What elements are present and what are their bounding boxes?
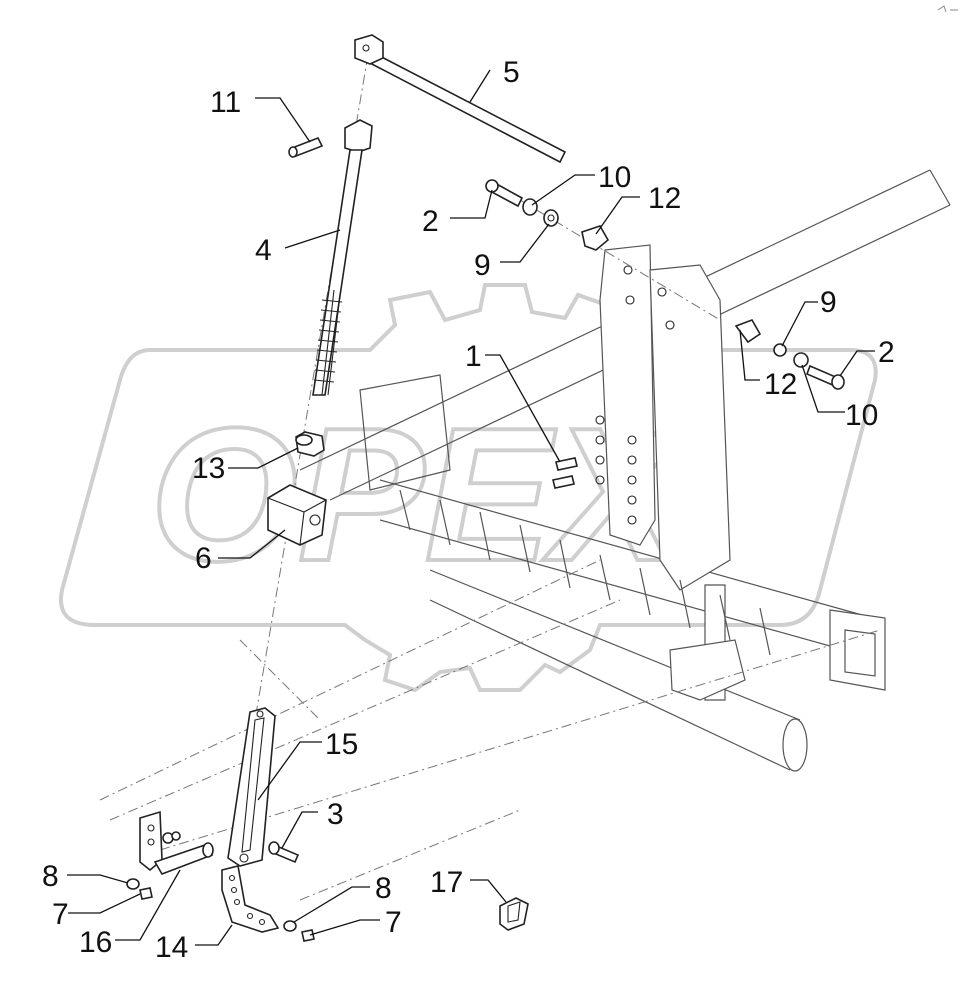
part-12-bushing-left (581, 225, 610, 251)
callout-labels: 5 11 4 2 10 12 9 9 2 12 10 1 13 6 15 3 8… (42, 56, 895, 964)
callout-13: 13 (192, 452, 225, 485)
frame-assembly (299, 169, 951, 772)
callout-2-right: 2 (878, 336, 895, 369)
part-4-threaded-rod (312, 119, 373, 396)
callout-17: 17 (430, 866, 463, 899)
part-7-nut-right (301, 929, 315, 942)
part-17-clip (499, 897, 529, 931)
part-5-rod (354, 34, 567, 164)
part-11-pin (288, 136, 324, 158)
callout-4: 4 (255, 234, 272, 267)
callout-2-left: 2 (422, 205, 439, 238)
callout-12-left: 12 (648, 182, 681, 215)
watermark-text: OPEX (150, 389, 688, 601)
part-8-washer-left (126, 878, 140, 890)
part-10-washer-right (793, 352, 809, 368)
callout-7-right: 7 (385, 906, 402, 939)
part-6-block (267, 484, 327, 546)
callout-6: 6 (195, 542, 212, 575)
callout-9-left: 9 (474, 249, 491, 282)
part-7-nut-left (139, 887, 153, 900)
callout-16: 16 (79, 926, 112, 959)
part-13-collar (295, 431, 325, 457)
watermark-logo: OPEX (59, 283, 878, 693)
callout-12-right: 12 (764, 368, 797, 401)
part-16-bracket (139, 810, 214, 875)
fastener-group-lower-left (126, 878, 153, 900)
callout-8-right: 8 (375, 872, 392, 905)
fastener-group-lower-right (283, 920, 315, 942)
part-3-bolt (268, 841, 300, 864)
callout-1: 1 (465, 340, 482, 373)
assembly-centerlines (99, 54, 881, 901)
leader-lines (67, 69, 875, 946)
callout-8-left: 8 (42, 860, 59, 893)
callout-11: 11 (210, 86, 241, 119)
callout-14: 14 (155, 931, 188, 964)
adjustment-holes (595, 415, 637, 525)
fastener-group-left (485, 179, 610, 251)
part-15-link (227, 707, 276, 867)
part-9-washer-right (773, 343, 787, 357)
callout-10-left: 10 (598, 161, 631, 194)
part-12-bushing-right (734, 319, 762, 344)
callout-5: 5 (503, 56, 520, 89)
corner-mark-icon (937, 5, 958, 13)
callout-3: 3 (327, 798, 344, 831)
callout-15: 15 (325, 728, 358, 761)
part-14-bracket (221, 865, 280, 933)
callout-9-right: 9 (820, 286, 837, 319)
part-10-washer-left (522, 198, 538, 216)
part-9-washer-left (543, 209, 559, 227)
part-1-bolts (552, 457, 578, 489)
callout-7-left: 7 (52, 898, 69, 931)
fastener-group-right (734, 319, 845, 390)
part-8-washer-right (283, 920, 297, 932)
callout-10-right: 10 (845, 399, 878, 432)
